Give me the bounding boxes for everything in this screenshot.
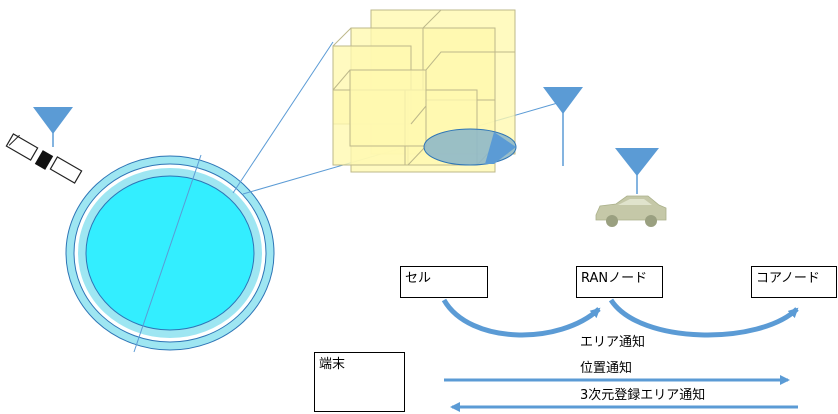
location-notification-label: 位置通知	[580, 361, 633, 376]
cell-coverage-circle	[65, 154, 275, 353]
terminal-node-label: 端末	[319, 357, 346, 372]
satellite-icon	[5, 133, 83, 184]
zoom-line-upper	[232, 41, 334, 194]
base-station-antenna-icon	[543, 87, 583, 166]
cell-node-box: セル	[400, 266, 488, 298]
core-node-label: コアノード	[756, 271, 820, 286]
ground-coverage-shadow	[485, 132, 516, 164]
core-node-box: コアノード	[751, 266, 837, 298]
cell-node-label: セル	[405, 271, 432, 286]
terminal-node-box: 端末	[314, 352, 405, 412]
area-notification-label: エリア通知	[580, 335, 646, 350]
ran-node-label: RANノード	[581, 271, 648, 286]
car-antenna-icon	[615, 148, 659, 194]
satellite-antenna-icon	[33, 107, 73, 147]
car-icon	[595, 195, 667, 227]
ran-node-box: RANノード	[576, 266, 663, 298]
3d-area-registration-notification-label: 3次元登録エリア通知	[580, 388, 706, 403]
ran-to-core-arrow	[608, 298, 799, 338]
cell-to-ran-arrow	[441, 298, 601, 338]
3d-area-cubes	[332, 9, 516, 173]
